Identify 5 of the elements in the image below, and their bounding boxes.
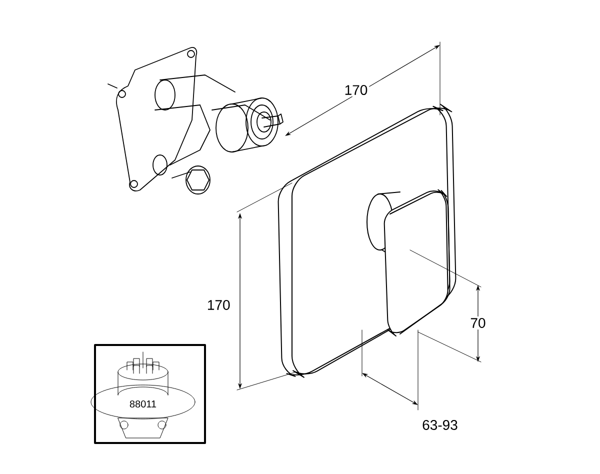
- dimension-label: 63-93: [420, 418, 460, 432]
- dimension-label: 70: [468, 316, 488, 330]
- dimension-label: 170: [342, 84, 370, 96]
- dimension-label: 170: [205, 298, 232, 312]
- dimension-label: 88011: [128, 398, 158, 410]
